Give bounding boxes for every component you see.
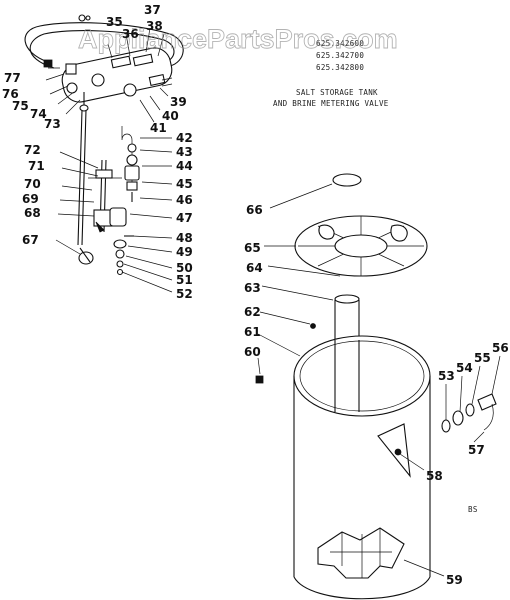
diagram-title-line-2: AND BRINE METERING VALVE (273, 99, 389, 108)
callout-41: 41 (150, 121, 167, 135)
callout-66: 66 (246, 203, 263, 217)
callout-36: 36 (122, 27, 139, 41)
callout-77: 77 (4, 71, 21, 85)
callout-42: 42 (176, 131, 193, 145)
callout-72: 72 (24, 143, 41, 157)
callout-71: 71 (28, 159, 45, 173)
callout-55: 55 (474, 351, 491, 365)
callout-75: 75 (12, 99, 29, 113)
callout-53: 53 (438, 369, 455, 383)
diagram-code: BS (468, 505, 478, 514)
callout-67: 67 (22, 233, 39, 247)
callout-43: 43 (176, 145, 193, 159)
salt-storage-tank-drawing (255, 173, 501, 600)
callout-59: 59 (446, 573, 463, 587)
callout-73: 73 (44, 117, 61, 131)
callout-49: 49 (176, 245, 193, 259)
callout-44: 44 (176, 159, 193, 173)
callout-58: 58 (426, 469, 443, 483)
callout-54: 54 (456, 361, 473, 375)
brine-metering-valve-drawing (24, 14, 184, 293)
callout-74: 74 (30, 107, 47, 121)
callout-60: 60 (244, 345, 261, 359)
callout-61: 61 (244, 325, 261, 339)
watermark: AppliancePartsPros.com (78, 24, 398, 54)
callout-63: 63 (244, 281, 261, 295)
model-number-2: 625.342700 (316, 51, 364, 60)
callout-51: 51 (176, 273, 193, 287)
callout-50: 50 (176, 261, 193, 275)
callout-47: 47 (176, 211, 193, 225)
callout-52: 52 (176, 287, 193, 301)
header-caption: 625.342600 625.342700 625.342800 SALT ST… (273, 39, 478, 514)
callout-76: 76 (2, 87, 19, 101)
callout-70: 70 (24, 177, 41, 191)
callout-68: 68 (24, 206, 41, 220)
diagram-title-line-1: SALT STORAGE TANK (296, 88, 378, 97)
callout-39: 39 (170, 95, 187, 109)
callout-56: 56 (492, 341, 509, 355)
callout-35: 35 (106, 15, 123, 29)
model-number-3: 625.342800 (316, 63, 364, 72)
callout-64: 64 (246, 261, 263, 275)
callout-69: 69 (22, 192, 39, 206)
part-callouts: 37 35 38 36 39 40 41 77 76 75 74 73 72 7… (2, 3, 509, 587)
callout-46: 46 (176, 193, 193, 207)
callout-40: 40 (162, 109, 179, 123)
callout-38: 38 (146, 19, 163, 33)
callout-37: 37 (144, 3, 161, 17)
callout-45: 45 (176, 177, 193, 191)
callout-48: 48 (176, 231, 193, 245)
callout-65: 65 (244, 241, 261, 255)
callout-57: 57 (468, 443, 485, 457)
model-number-1: 625.342600 (316, 39, 364, 48)
callout-62: 62 (244, 305, 261, 319)
